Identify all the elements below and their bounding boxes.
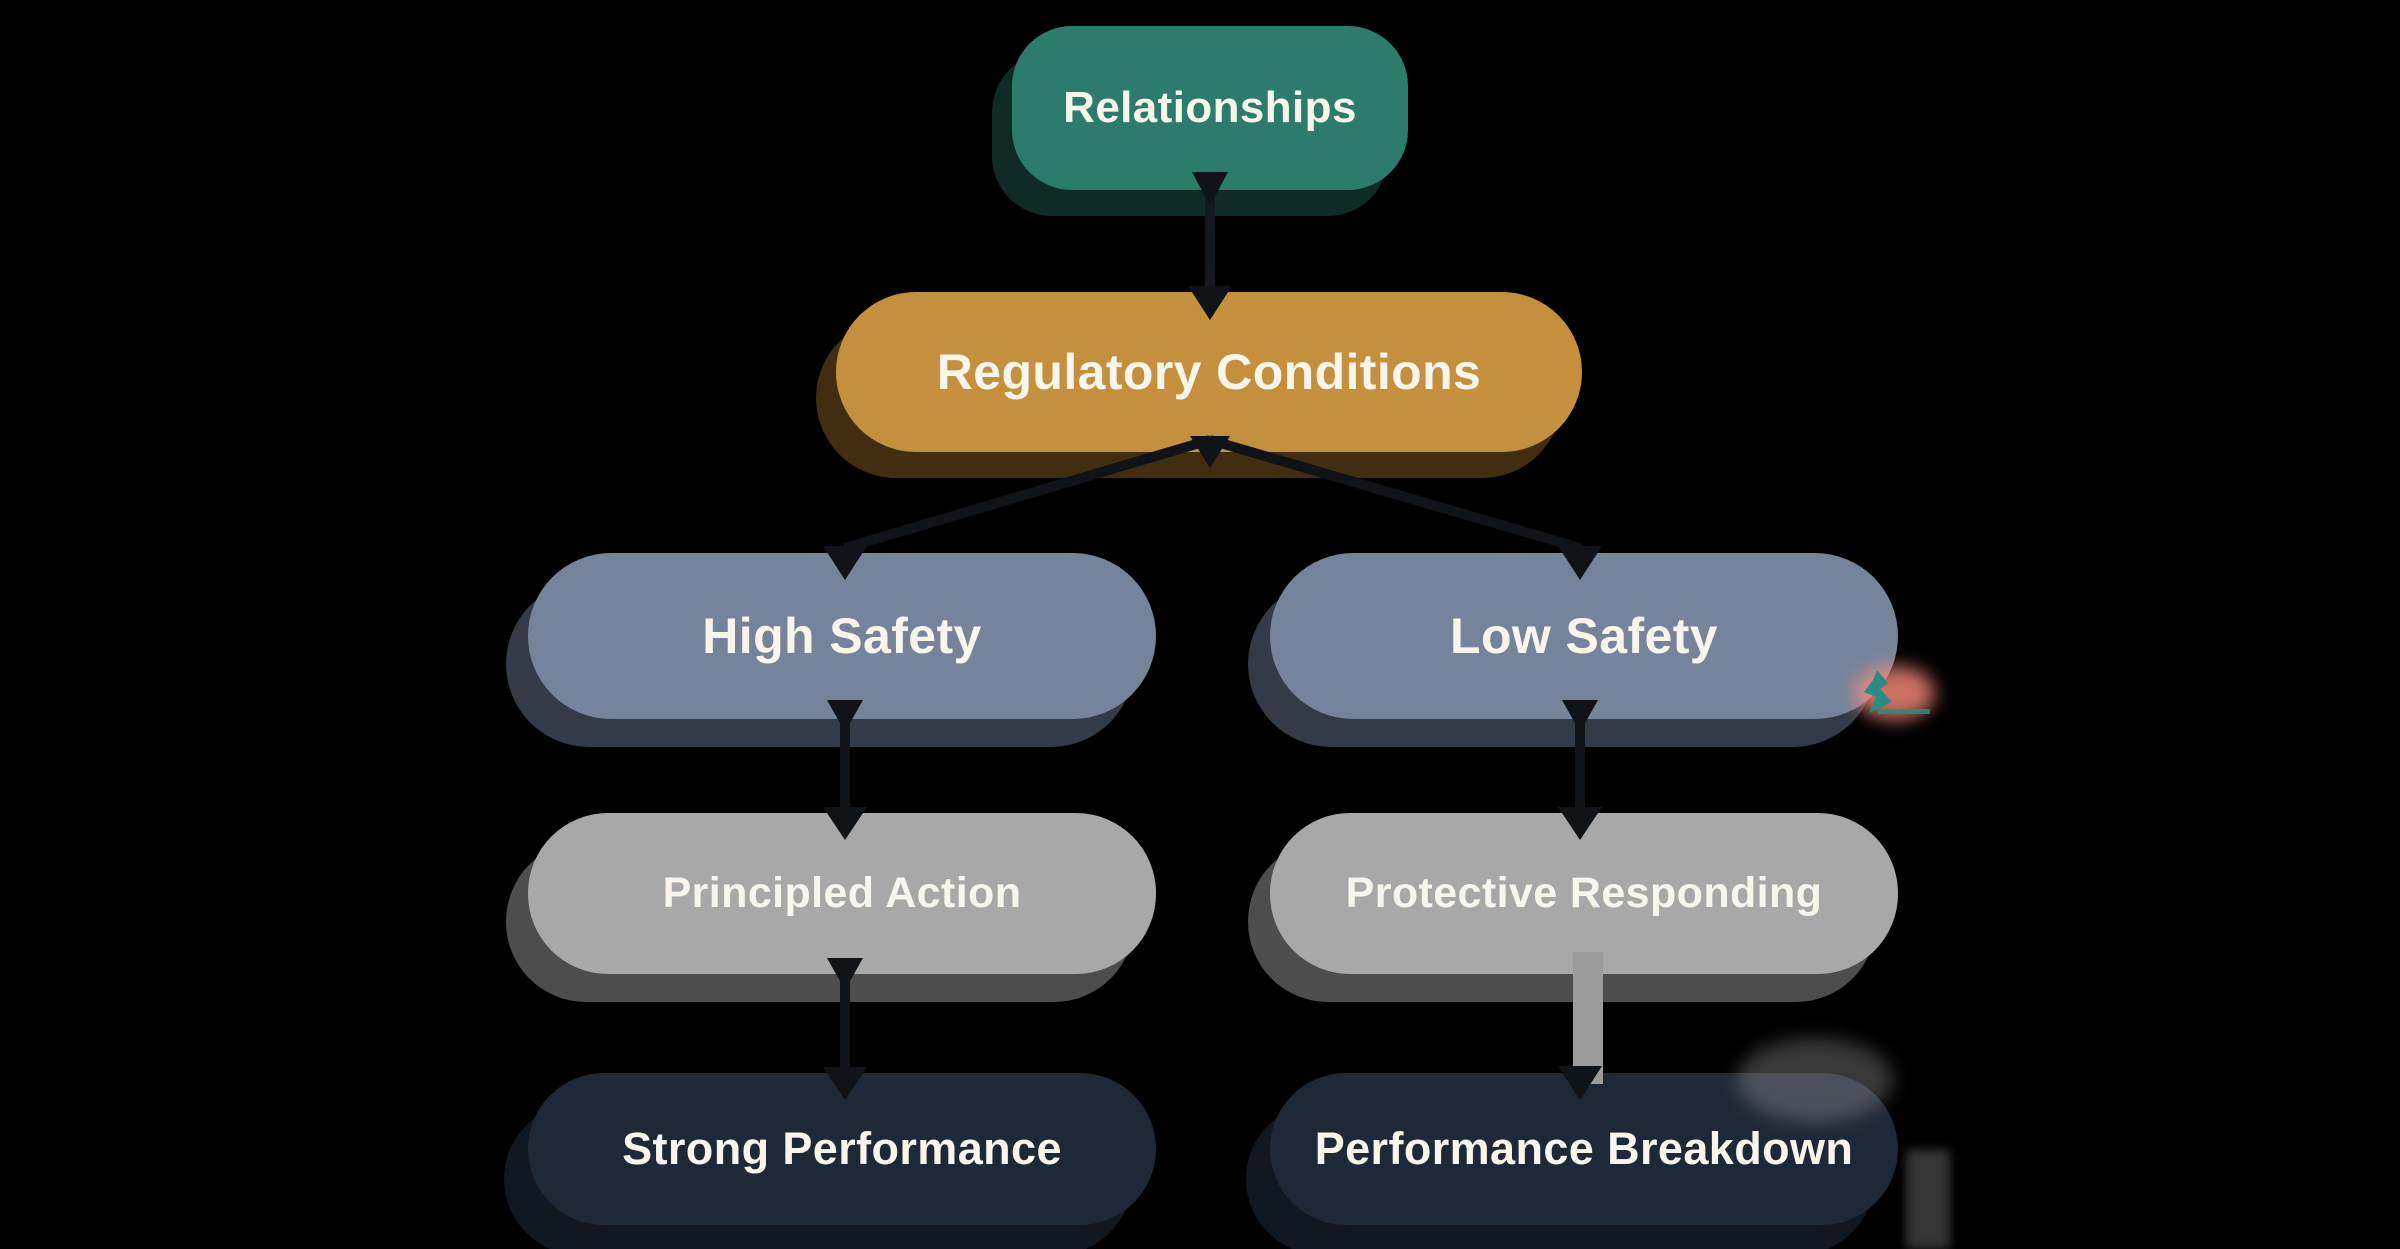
node-performance-breakdown: Performance Breakdown: [1270, 1073, 1898, 1225]
node-strong-performance: Strong Performance: [528, 1073, 1156, 1225]
node-low-safety: Low Safety: [1270, 553, 1898, 719]
node-strong-performance-label: Strong Performance: [622, 1123, 1062, 1174]
node-principled-action: Principled Action: [528, 813, 1156, 974]
node-high-safety-label: High Safety: [702, 608, 982, 664]
node-regulatory-conditions: Regulatory Conditions: [836, 292, 1582, 452]
node-protective-responding-label: Protective Responding: [1345, 869, 1823, 917]
node-regulatory-conditions-label: Regulatory Conditions: [936, 344, 1482, 400]
node-low-safety-label: Low Safety: [1450, 608, 1718, 664]
node-principled-action-label: Principled Action: [662, 869, 1022, 917]
node-relationships: Relationships: [1012, 26, 1408, 190]
node-high-safety: High Safety: [528, 553, 1156, 719]
node-performance-breakdown-label: Performance Breakdown: [1314, 1123, 1854, 1174]
node-relationships-label: Relationships: [1063, 83, 1357, 132]
node-protective-responding: Protective Responding: [1270, 813, 1898, 974]
